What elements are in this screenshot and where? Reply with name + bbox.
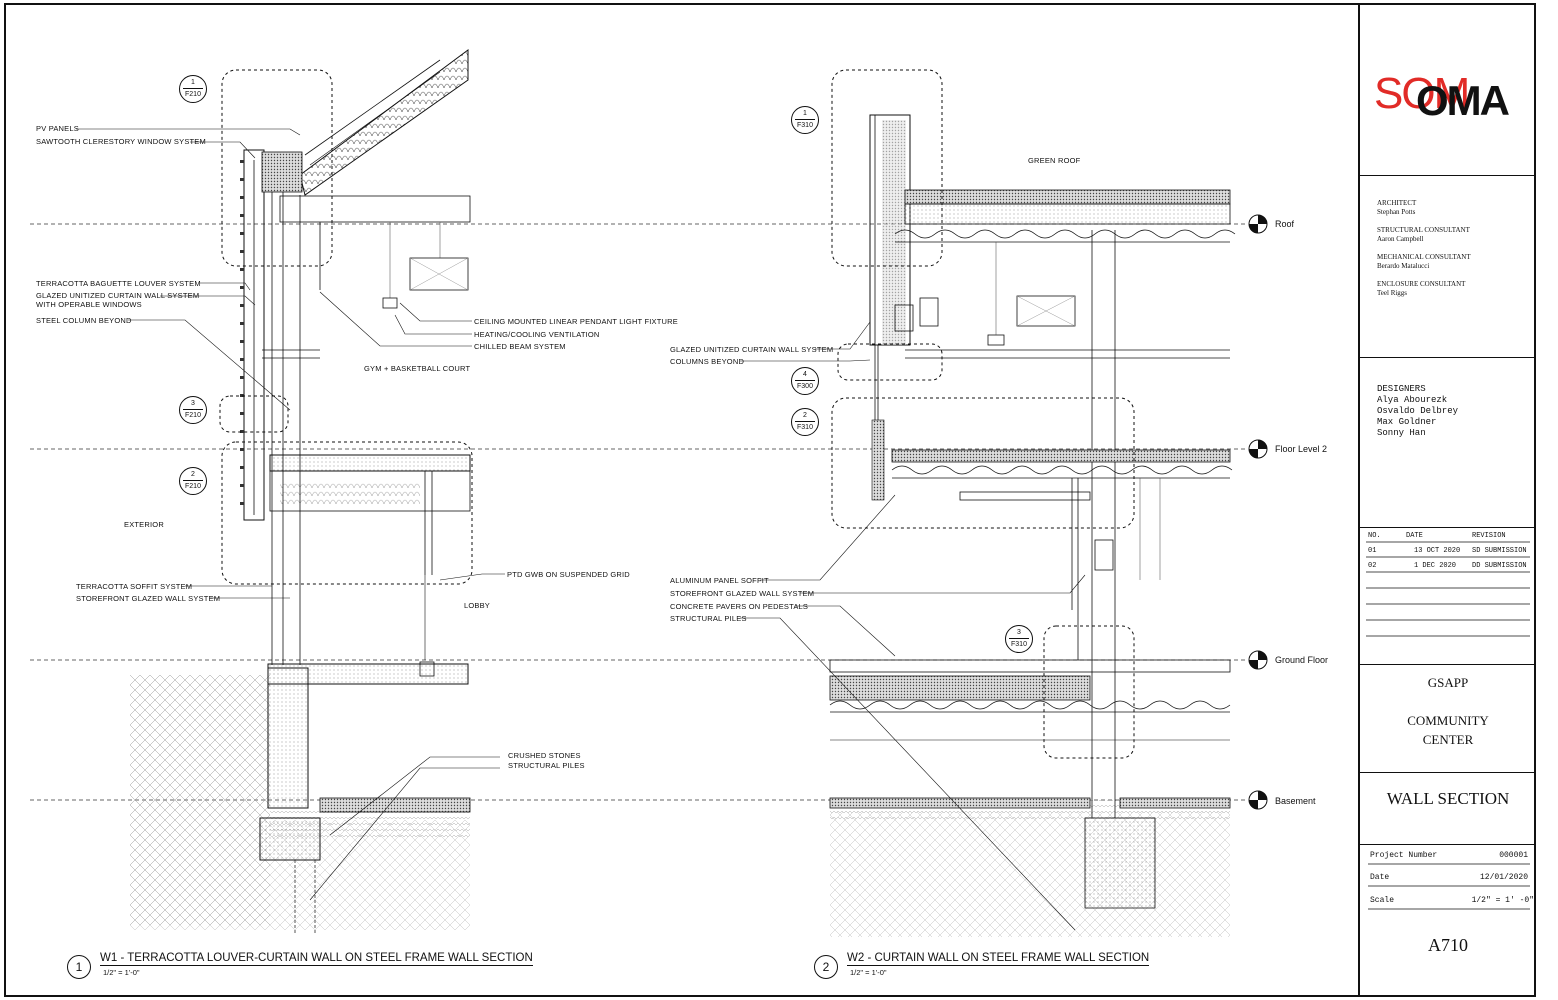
designers-panel: DESIGNERS Alya Abourezk Osvaldo Delbrey … [1360, 358, 1536, 528]
consultant-name: Aaron Campbell [1377, 234, 1424, 243]
drawing-sheet-border [4, 3, 1536, 997]
consultant-role: STRUCTURAL CONSULTANT [1377, 226, 1470, 234]
label-lobby: LOBBY [464, 601, 491, 610]
rev-desc: SD SUBMISSION [1472, 547, 1527, 555]
rev-header-date: DATE [1406, 532, 1423, 540]
label-concrete-pavers: CONCRETE PAVERS ON PEDESTALS [670, 602, 809, 611]
label-operable-windows: WITH OPERABLE WINDOWS [36, 300, 142, 309]
designers-heading: DESIGNERS [1377, 384, 1426, 394]
section-scale-1: 1/2" = 1'-0" [103, 968, 140, 977]
label-crushed-stones: CRUSHED STONES [508, 751, 581, 760]
logo-som: SOM [1374, 69, 1470, 118]
designer-name: Max Goldner [1377, 417, 1437, 427]
consultant-role: MECHANICAL CONSULTANT [1377, 253, 1471, 261]
sheet-title: WALL SECTION [1386, 789, 1510, 808]
label-glazed-curtain-wall: GLAZED UNITIZED CURTAIN WALL SYSTEM [36, 291, 200, 300]
rev-date: 13 OCT 2020 [1414, 547, 1461, 555]
section-number-1: 1 [67, 955, 91, 979]
section-title-1: W1 - TERRACOTTA LOUVER-CURTAIN WALL ON S… [100, 952, 533, 966]
label-terracotta-soffit: TERRACOTTA SOFFIT SYSTEM [76, 582, 193, 591]
project-number-value: 000001 [1499, 851, 1528, 860]
rev-header-revision: REVISION [1472, 532, 1506, 540]
section-title-2: W2 - CURTAIN WALL ON STEEL FRAME WALL SE… [847, 952, 1150, 966]
client-name: GSAPP [1427, 675, 1469, 690]
consultant-role: ARCHITECT [1377, 199, 1417, 207]
level-label-ground-floor: Ground Floor [1275, 655, 1329, 665]
label-pv-panels: PV PANELS [36, 124, 79, 133]
label-chilled-beam: CHILLED BEAM SYSTEM [474, 342, 566, 351]
label-sawtooth-window: SAWTOOTH CLERESTORY WINDOW SYSTEM [36, 137, 206, 146]
sheet-number: A710 [1428, 935, 1468, 955]
consultants-panel: ARCHITECT Stephan Potts STRUCTURAL CONSU… [1360, 176, 1536, 358]
logo-panel: SOM OMA [1360, 3, 1536, 176]
label-columns-beyond: COLUMNS BEYOND [670, 357, 745, 366]
label-storefront-left: STOREFRONT GLAZED WALL SYSTEM [76, 594, 221, 603]
rev-no: 02 [1368, 562, 1377, 570]
designer-name: Sonny Han [1377, 428, 1426, 438]
project-panel: GSAPP COMMUNITY CENTER [1360, 665, 1536, 773]
revision-table-lines [1366, 541, 1530, 637]
project-name-line1: COMMUNITY [1407, 713, 1489, 728]
date-label: Date [1370, 873, 1390, 882]
logo-oma: OMA [1416, 77, 1510, 124]
wall-section-drawing [30, 49, 1268, 937]
level-label-basement: Basement [1275, 796, 1316, 806]
rev-desc: DD SUBMISSION [1472, 562, 1527, 570]
rev-header-no: NO. [1368, 532, 1381, 540]
designer-name: Osvaldo Delbrey [1377, 406, 1459, 416]
label-gwb: PTD GWB ON SUSPENDED GRID [507, 570, 630, 579]
label-exterior: EXTERIOR [124, 520, 164, 529]
label-pendant-light: CEILING MOUNTED LINEAR PENDANT LIGHT FIX… [474, 317, 678, 326]
label-structural-piles-right: STRUCTURAL PILES [670, 614, 747, 623]
label-storefront-right: STOREFRONT GLAZED WALL SYSTEM [670, 589, 815, 598]
rev-no: 01 [1368, 547, 1377, 555]
label-glazed-curtain-wall-right: GLAZED UNITIZED CURTAIN WALL SYSTEM [670, 345, 834, 354]
rev-date: 1 DEC 2020 [1414, 562, 1457, 570]
label-steel-column: STEEL COLUMN BEYOND [36, 316, 132, 325]
sheet-info-lines [1368, 863, 1530, 910]
consultant-name: Teel Riggs [1377, 288, 1408, 297]
label-hvac: HEATING/COOLING VENTILATION [474, 330, 600, 339]
label-aluminum-soffit: ALUMINUM PANEL SOFFIT [670, 576, 769, 585]
revision-panel: NO. DATE REVISION 01 13 OCT 2020 SD SUBM… [1360, 528, 1536, 665]
project-name-line2: CENTER [1422, 732, 1474, 747]
level-label-floor-2: Floor Level 2 [1275, 444, 1328, 454]
scale-label: Scale [1370, 896, 1395, 905]
label-gym: GYM + BASKETBALL COURT [364, 364, 471, 373]
title-block: SOM OMA ARCHITECT Stephan Potts STRUCTUR… [1358, 3, 1536, 997]
designer-name: Alya Abourezk [1377, 395, 1448, 405]
consultant-name: Berardo Matalucci [1377, 261, 1430, 270]
section-scale-2: 1/2" = 1'-0" [850, 968, 887, 977]
sheet-info-panel: Project Number 000001 Date 12/01/2020 Sc… [1360, 845, 1536, 997]
sheet-title-panel: WALL SECTION [1360, 773, 1536, 845]
date-value: 12/01/2020 [1479, 873, 1528, 882]
label-structural-piles-left: STRUCTURAL PILES [508, 761, 585, 770]
consultant-role: ENCLOSURE CONSULTANT [1377, 280, 1466, 288]
label-terracotta-louver: TERRACOTTA BAGUETTE LOUVER SYSTEM [36, 279, 201, 288]
label-green-roof: GREEN ROOF [1028, 156, 1081, 165]
level-label-roof: Roof [1275, 219, 1295, 229]
consultant-name: Stephan Potts [1377, 207, 1416, 216]
section-number-2: 2 [814, 955, 838, 979]
project-number-label: Project Number [1370, 851, 1438, 860]
scale-value: 1/2" = 1' -0" [1471, 896, 1534, 905]
